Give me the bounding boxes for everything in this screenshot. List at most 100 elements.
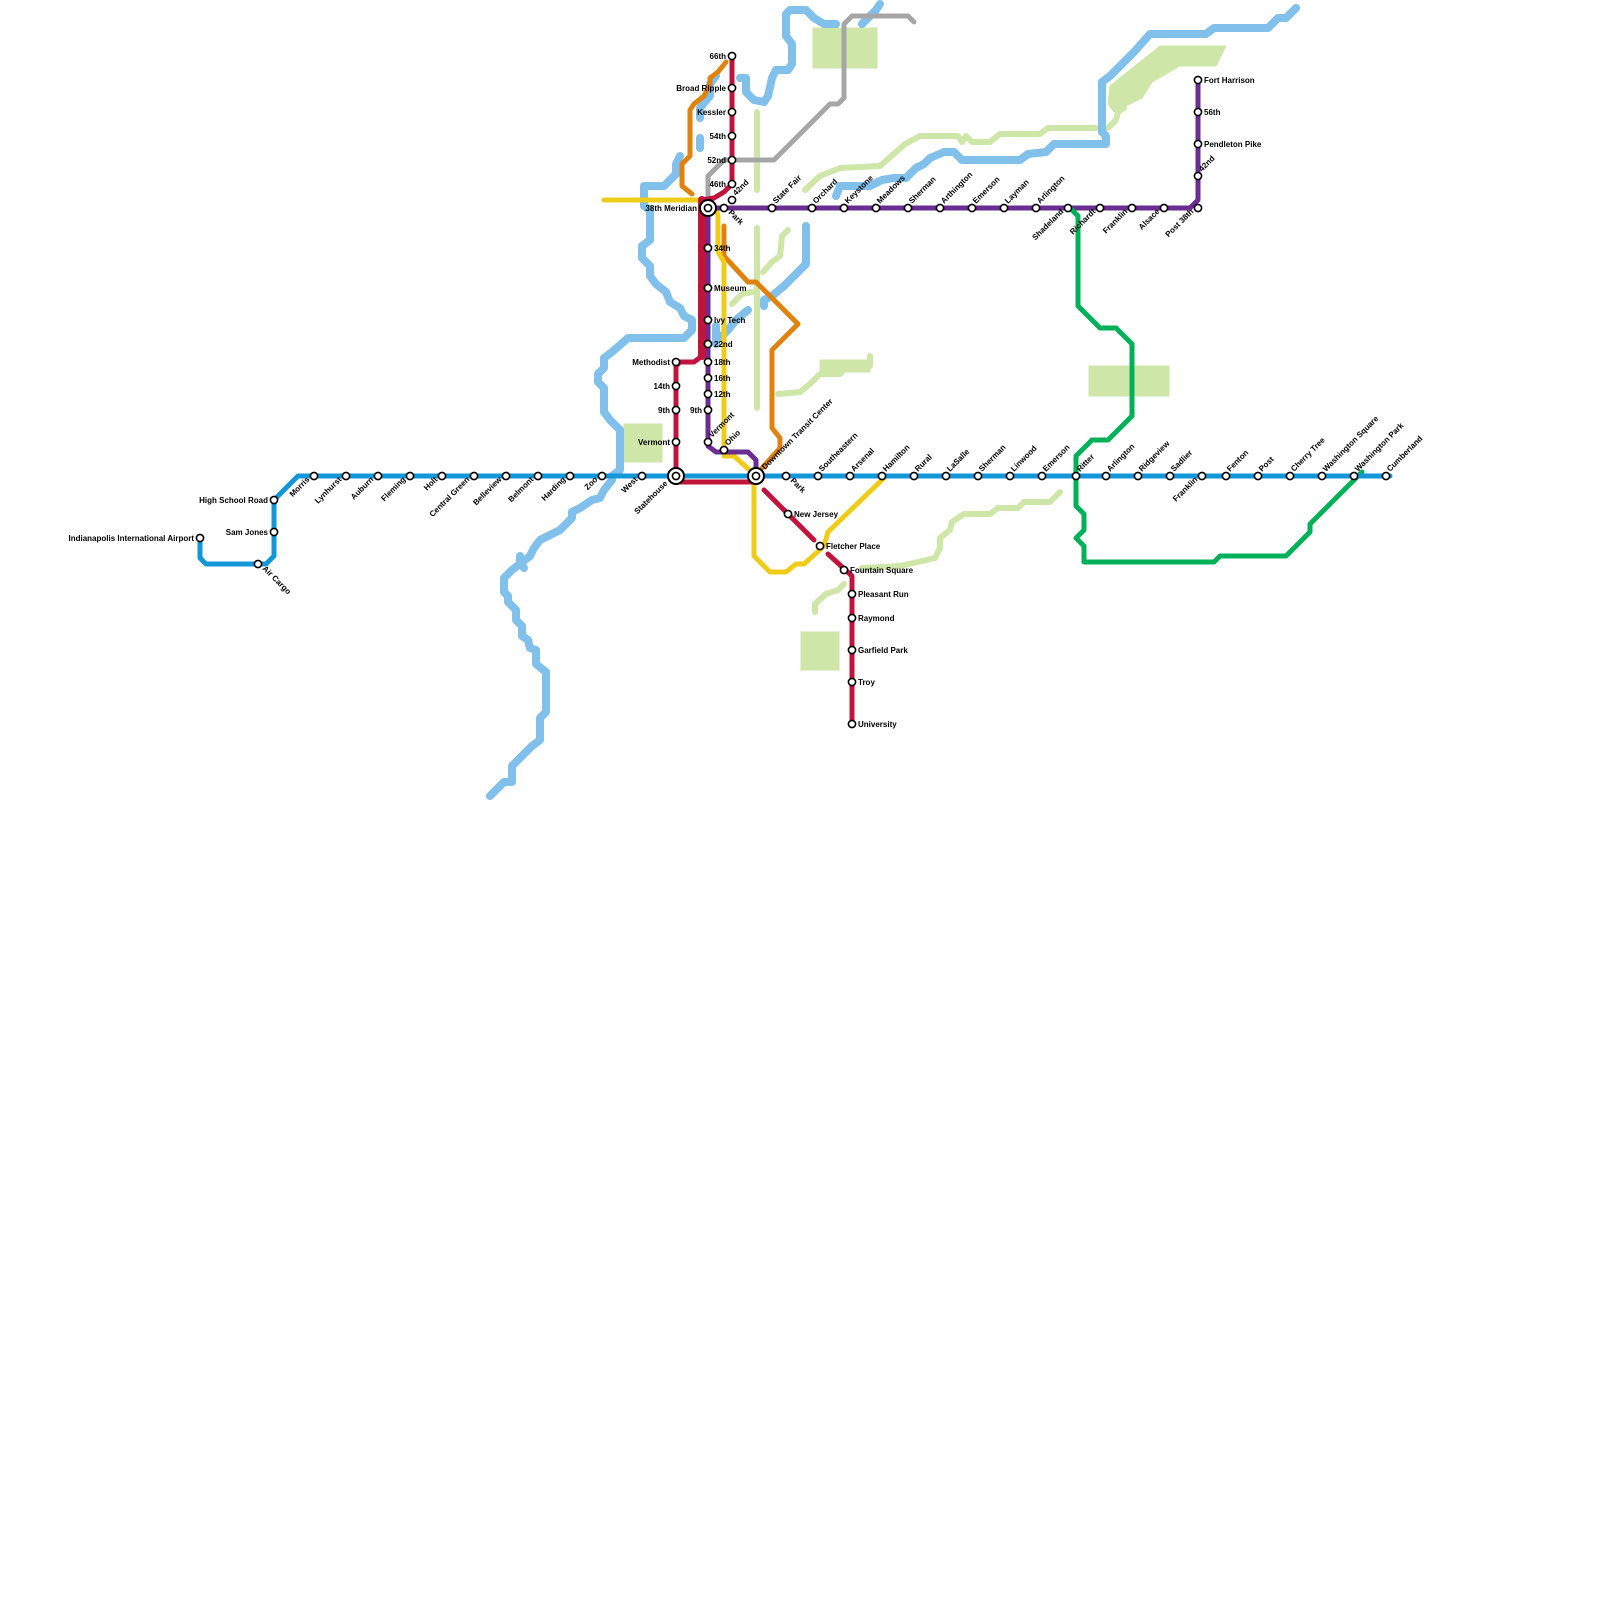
station-fountain-square[interactable]: Fountain Square bbox=[839, 565, 914, 575]
station-9th[interactable]: 9th bbox=[690, 405, 713, 415]
station-marker[interactable] bbox=[671, 405, 681, 415]
station-marker[interactable] bbox=[727, 179, 737, 189]
red-line[interactable] bbox=[825, 551, 855, 727]
station-22nd[interactable]: 22nd bbox=[703, 339, 733, 349]
station-marker[interactable] bbox=[405, 471, 415, 481]
station-marker[interactable] bbox=[637, 471, 647, 481]
station-marker[interactable] bbox=[1095, 203, 1105, 213]
station-marker[interactable] bbox=[195, 533, 205, 543]
station-troy[interactable]: Troy bbox=[847, 677, 875, 687]
station-marker[interactable] bbox=[703, 315, 713, 325]
station-56th[interactable]: 56th bbox=[1193, 107, 1221, 117]
station-34th[interactable]: 34th bbox=[703, 243, 731, 253]
station-12th[interactable]: 12th bbox=[703, 389, 731, 399]
station-marker[interactable] bbox=[1193, 171, 1203, 181]
station-washington-square[interactable]: Washington Square bbox=[1317, 414, 1381, 481]
station-pleasant-run[interactable]: Pleasant Run bbox=[847, 589, 909, 599]
station-marker[interactable] bbox=[839, 565, 849, 575]
station-methodist[interactable]: Methodist bbox=[632, 357, 681, 367]
station-marker[interactable] bbox=[597, 471, 607, 481]
station-marker[interactable] bbox=[847, 613, 857, 623]
station-marker[interactable] bbox=[1165, 471, 1175, 481]
station-marker[interactable] bbox=[437, 471, 447, 481]
station-marker[interactable] bbox=[1193, 107, 1203, 117]
station-fort-harrison[interactable]: Fort Harrison bbox=[1193, 75, 1255, 85]
station-marker[interactable] bbox=[1285, 471, 1295, 481]
station-marker[interactable] bbox=[269, 495, 279, 505]
station-marker[interactable] bbox=[703, 283, 713, 293]
station-marker[interactable] bbox=[935, 203, 945, 213]
station-marker[interactable] bbox=[839, 203, 849, 213]
gray-line[interactable] bbox=[705, 13, 917, 203]
station-sam-jones[interactable]: Sam Jones bbox=[226, 527, 279, 537]
station-14th[interactable]: 14th bbox=[654, 381, 681, 391]
orange-line[interactable] bbox=[721, 223, 801, 471]
station-54th[interactable]: 54th bbox=[710, 131, 737, 141]
station-marker[interactable] bbox=[1193, 139, 1203, 149]
station-museum[interactable]: Museum bbox=[703, 283, 746, 293]
station-marker[interactable] bbox=[1101, 471, 1111, 481]
station-marker[interactable] bbox=[1317, 471, 1327, 481]
station-marker[interactable] bbox=[565, 471, 575, 481]
station-marker[interactable] bbox=[703, 437, 713, 447]
station-southeastern[interactable]: Southeastern bbox=[813, 431, 860, 481]
station-marker[interactable] bbox=[967, 203, 977, 213]
station-marker[interactable] bbox=[341, 471, 351, 481]
station-marker[interactable] bbox=[813, 471, 823, 481]
station-9th[interactable]: 9th bbox=[658, 405, 681, 415]
station-marker[interactable] bbox=[1221, 471, 1231, 481]
station-marker[interactable] bbox=[719, 203, 729, 213]
station-air-cargo[interactable]: Air Cargo bbox=[253, 559, 293, 596]
station-marker[interactable] bbox=[1253, 471, 1263, 481]
station-marker[interactable] bbox=[1071, 471, 1081, 481]
station-marker[interactable] bbox=[1127, 203, 1137, 213]
station-marker[interactable] bbox=[703, 339, 713, 349]
station-marker[interactable] bbox=[807, 203, 817, 213]
station-marker[interactable] bbox=[973, 471, 983, 481]
station-indianapolis-international-airport[interactable]: Indianapolis International Airport bbox=[69, 533, 205, 543]
station-marker[interactable] bbox=[727, 107, 737, 117]
green-line[interactable] bbox=[1067, 205, 1365, 565]
station-garfield-park[interactable]: Garfield Park bbox=[847, 645, 908, 655]
station-marker[interactable] bbox=[727, 131, 737, 141]
station-marker[interactable] bbox=[815, 541, 825, 551]
station-marker[interactable] bbox=[1349, 471, 1359, 481]
station-66th[interactable]: 66th bbox=[710, 51, 737, 61]
hub-38th-meridian[interactable]: 38th Meridian bbox=[645, 199, 717, 217]
station-marker[interactable] bbox=[767, 203, 777, 213]
yellow-line[interactable] bbox=[601, 197, 889, 575]
station-ridgeview[interactable]: Ridgeview bbox=[1133, 439, 1172, 481]
orange-line[interactable] bbox=[679, 59, 729, 197]
red-line[interactable] bbox=[699, 57, 735, 203]
station-marker[interactable] bbox=[501, 471, 511, 481]
station-46th[interactable]: 46th bbox=[710, 179, 737, 189]
station-marker[interactable] bbox=[871, 203, 881, 213]
station-marker[interactable] bbox=[1037, 471, 1047, 481]
blue-line[interactable] bbox=[197, 473, 1393, 567]
station-marker[interactable] bbox=[847, 645, 857, 655]
station-morris[interactable]: Morris bbox=[288, 471, 319, 499]
station-marker[interactable] bbox=[1063, 203, 1073, 213]
station-marker[interactable] bbox=[703, 357, 713, 367]
station-marker[interactable] bbox=[1381, 471, 1391, 481]
station-marker[interactable] bbox=[1193, 203, 1203, 213]
station-18th[interactable]: 18th bbox=[703, 357, 731, 367]
station-marker[interactable] bbox=[727, 195, 737, 205]
station-marker[interactable] bbox=[1031, 203, 1041, 213]
station-pendleton-pike[interactable]: Pendleton Pike bbox=[1193, 139, 1262, 149]
station-marker[interactable] bbox=[1193, 75, 1203, 85]
station-marker[interactable] bbox=[469, 471, 479, 481]
station-marker[interactable] bbox=[373, 471, 383, 481]
station-marker[interactable] bbox=[903, 203, 913, 213]
station-marker[interactable] bbox=[877, 471, 887, 481]
station-marker[interactable] bbox=[703, 373, 713, 383]
station-kessler[interactable]: Kessler bbox=[697, 107, 737, 117]
station-marker[interactable] bbox=[1133, 471, 1143, 481]
station-broad-ripple[interactable]: Broad Ripple bbox=[676, 83, 737, 93]
station-marker[interactable] bbox=[703, 389, 713, 399]
station-raymond[interactable]: Raymond bbox=[847, 613, 895, 623]
station-marker[interactable] bbox=[671, 357, 681, 367]
station-marker[interactable] bbox=[533, 471, 543, 481]
station-marker[interactable] bbox=[719, 445, 729, 455]
station-marker[interactable] bbox=[253, 559, 263, 569]
